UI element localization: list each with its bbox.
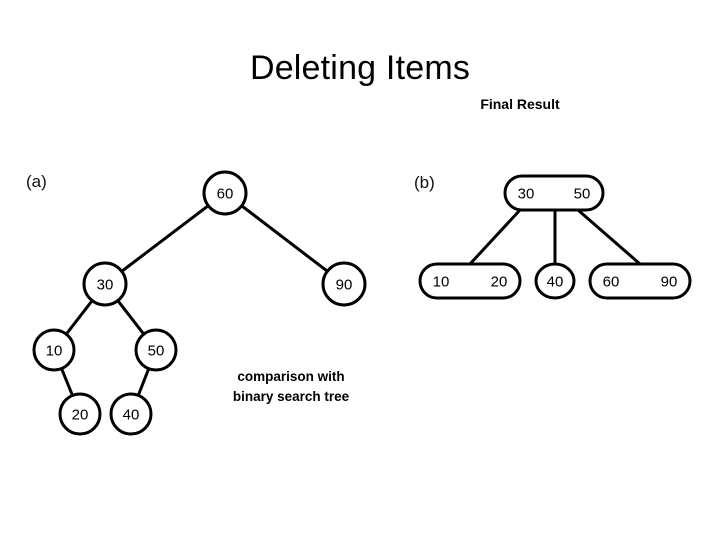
bst-node: 20: [58, 392, 102, 436]
caption-line-1: comparison with: [237, 369, 345, 384]
tree-edge: [116, 299, 146, 336]
final-result-label: Final Result: [480, 96, 560, 112]
bst-node: 30: [82, 261, 128, 307]
tree-edge: [240, 204, 329, 273]
tree-edge: [136, 367, 151, 397]
bst-node: 60: [202, 170, 248, 216]
node-value: 40: [547, 274, 564, 291]
node-circle: [82, 261, 128, 307]
node-circle: [32, 328, 76, 372]
btree-node: 60 90: [588, 262, 692, 300]
node-value: 10: [46, 343, 63, 360]
node-value: 50: [574, 186, 591, 203]
bst-node: 10: [32, 328, 76, 372]
bst-node: 90: [321, 261, 367, 307]
tree-edge: [468, 208, 522, 266]
node-value: 90: [336, 277, 353, 294]
node-value: 20: [491, 274, 508, 291]
node-value: 90: [661, 274, 678, 291]
tree-edge: [576, 208, 642, 266]
comparison-caption: comparison with binary search tree: [205, 367, 377, 407]
node-value: 30: [518, 186, 535, 203]
btree-nodes: 30 50 10 20 40 60 90: [418, 174, 692, 300]
node-capsule: [588, 262, 692, 300]
btree-node: 40: [534, 262, 576, 300]
tree-edge: [64, 299, 94, 336]
node-circle: [321, 261, 367, 307]
node-value: 60: [217, 186, 234, 203]
panel-label-a: (a): [26, 172, 47, 191]
caption-line-2: binary search tree: [232, 389, 350, 404]
btree-edges: [468, 208, 642, 266]
tree-edge: [60, 367, 74, 397]
node-capsule: [503, 174, 605, 212]
tree-edge: [120, 204, 210, 273]
node-capsule: [534, 262, 576, 300]
node-value: 50: [148, 343, 165, 360]
btree-node: 30 50: [503, 174, 605, 212]
bst-edges: [60, 204, 329, 397]
btree-node: 10 20: [418, 262, 522, 300]
page-title: Deleting Items: [249, 49, 471, 87]
node-circle: [109, 392, 153, 436]
node-circle: [134, 328, 178, 372]
node-value: 10: [433, 274, 450, 291]
node-value: 30: [97, 277, 114, 294]
node-circle: [202, 170, 248, 216]
node-value: 40: [123, 407, 140, 424]
node-circle: [58, 392, 102, 436]
bst-node: 50: [134, 328, 178, 372]
node-value: 60: [603, 274, 620, 291]
bst-node: 40: [109, 392, 153, 436]
node-capsule: [418, 262, 522, 300]
node-value: 20: [72, 407, 89, 424]
bst-nodes: 60 30 90 10 50 20 40: [32, 170, 367, 436]
panel-label-b: (b): [414, 173, 435, 192]
